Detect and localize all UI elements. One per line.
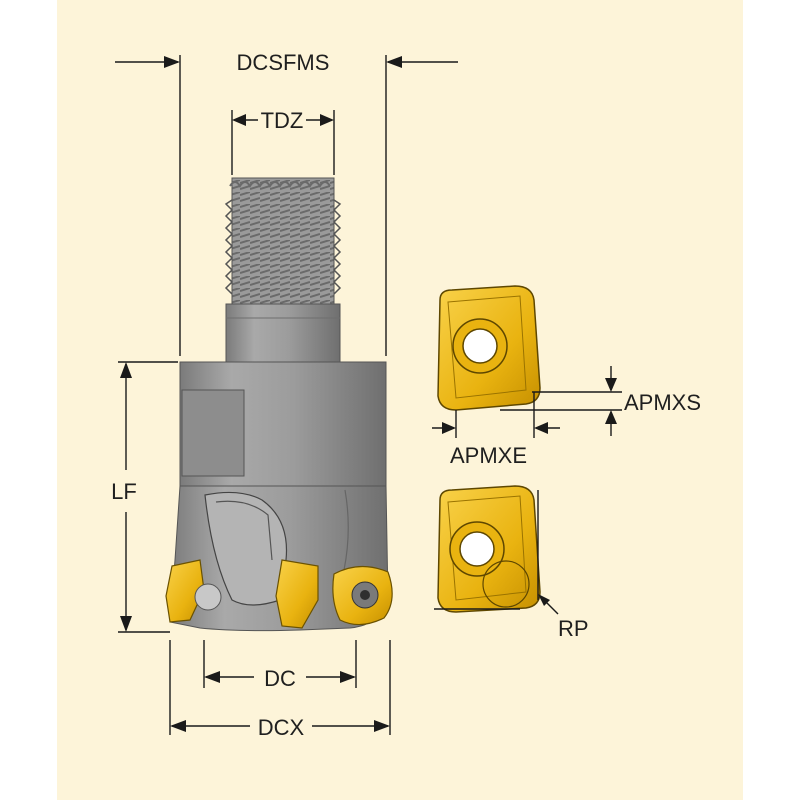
dimension-lines: [115, 55, 622, 735]
corner-radius-circle: [482, 560, 530, 608]
diagram-background: [57, 0, 743, 800]
cutter-insert-center: [275, 559, 319, 629]
screw-left: [194, 583, 222, 611]
cutter-insert-left: [165, 559, 205, 623]
threaded-shank: [224, 177, 342, 305]
insert-icon: [437, 485, 541, 613]
lf-label: LF: [111, 479, 137, 504]
body-flat: [181, 389, 245, 477]
milling-cutter-icon: [165, 177, 393, 632]
dc-label: DC: [264, 666, 296, 691]
apmxe-label: APMXE: [450, 443, 527, 468]
dcx-label: DCX: [258, 715, 305, 740]
insert-icon: [437, 285, 541, 411]
rp-label: RP: [558, 616, 589, 641]
tdz-label: TDZ: [261, 108, 304, 133]
dcsfms-label: DCSFMS: [237, 50, 330, 75]
apmxs-label: APMXS: [624, 390, 701, 415]
tool-neck: [225, 303, 341, 363]
